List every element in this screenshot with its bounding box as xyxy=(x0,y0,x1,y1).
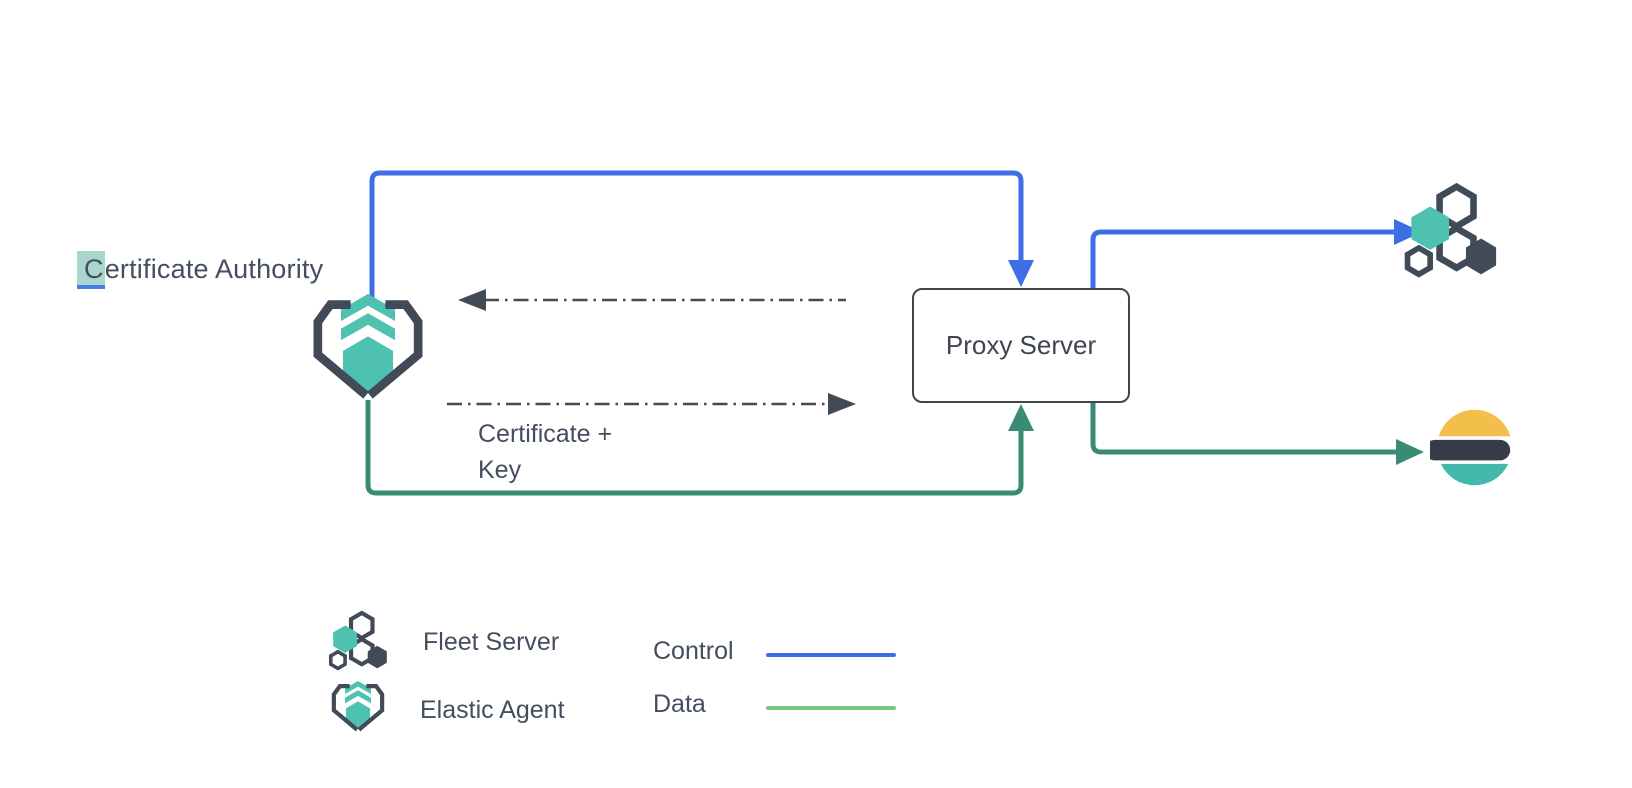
certificate-authority-label-text: ertificate Authority xyxy=(104,254,324,284)
elasticsearch-logo-icon xyxy=(1424,404,1512,490)
dashed-edge-proxy-to-agent xyxy=(458,289,846,311)
certificate-key-line1: Certificate + xyxy=(478,420,613,448)
data-edge-agent-to-proxy xyxy=(365,400,1034,496)
legend-data-label: Data xyxy=(653,690,706,718)
proxy-server-node: Proxy Server xyxy=(912,288,1130,403)
data-edge-proxy-to-elasticsearch xyxy=(1090,403,1424,465)
legend-fleet-server-icon xyxy=(326,610,388,672)
certificate-key-line2: Key xyxy=(478,456,522,484)
legend-control-line xyxy=(766,653,896,657)
certificate-authority-label: Certificate Authority xyxy=(77,251,324,289)
text-selection-highlight: C xyxy=(77,251,105,289)
dashed-edge-agent-to-proxy xyxy=(447,393,856,415)
control-edge-proxy-to-fleet-server xyxy=(1090,219,1422,288)
arrowhead-right-icon xyxy=(828,393,856,415)
legend-elastic-agent-icon xyxy=(330,681,386,733)
arrowhead-up-icon xyxy=(1008,404,1034,431)
arrowhead-down-icon xyxy=(1008,260,1034,287)
arrowhead-left-icon xyxy=(458,289,486,311)
legend-control-label: Control xyxy=(653,637,734,665)
certificate-key-edge-label: Certificate + Key xyxy=(478,416,612,488)
legend-data-line xyxy=(766,706,896,710)
elastic-agent-icon xyxy=(310,294,426,402)
control-edge-agent-to-proxy xyxy=(369,170,1034,298)
fleet-server-icon xyxy=(1400,182,1498,280)
proxy-server-label: Proxy Server xyxy=(945,330,1097,360)
legend-fleet-server-label: Fleet Server xyxy=(423,628,560,656)
legend-elastic-agent-label: Elastic Agent xyxy=(420,696,565,724)
arrowhead-right-icon xyxy=(1396,439,1424,465)
